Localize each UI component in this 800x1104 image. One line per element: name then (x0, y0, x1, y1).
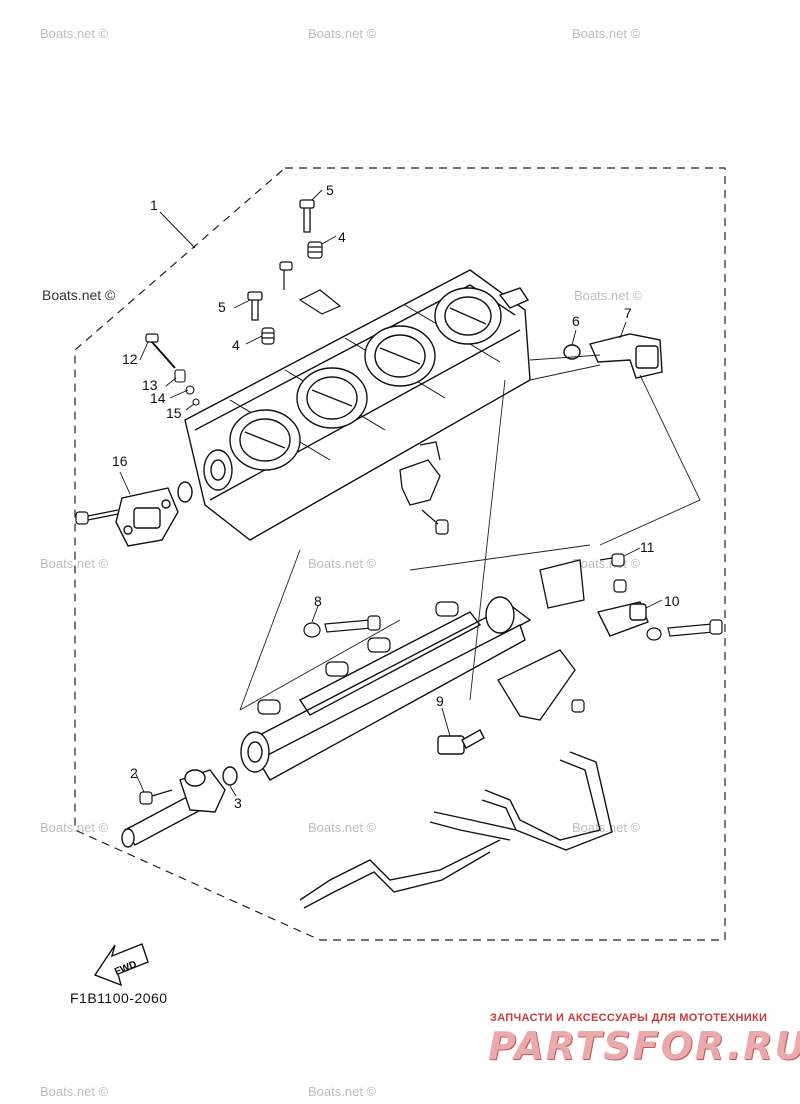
throttle-lever (399, 441, 441, 506)
tps-o-ring (177, 481, 193, 503)
bolt-8 (303, 615, 381, 638)
watermark: Boats.net © (572, 820, 641, 835)
washer-14 (185, 385, 195, 395)
watermark: Boats.net © (40, 556, 109, 571)
fuel-rail (240, 596, 532, 781)
throttle-position-sensor-16 (115, 487, 179, 547)
brand-logo: PARTSFOR.RU (488, 1024, 800, 1068)
link-bracket (279, 261, 342, 315)
brand-subtitle: ЗАПЧАСТИ И АКСЕССУАРЫ ДЛЯ МОТОТЕХНИКИ (490, 1012, 768, 1024)
callout-12: 12 (122, 351, 138, 367)
spring-4-lower (261, 327, 275, 345)
callout-numbers: 1 2 3 4 4 5 5 6 7 8 9 10 11 12 13 14 15 … (112, 182, 680, 811)
injectors (257, 601, 459, 715)
fwd-arrow-icon: FWD (93, 943, 149, 987)
callout-3: 3 (234, 795, 242, 811)
o-ring-3 (222, 766, 238, 786)
watermark: Boats.net © (42, 287, 116, 303)
callout-14: 14 (150, 390, 166, 406)
callout-1: 1 (150, 197, 158, 213)
lever-bolt (421, 509, 449, 535)
watermark: Boats.net © (308, 820, 377, 835)
throttle-body-assembly (184, 269, 531, 541)
watermark: Boats.net © (572, 556, 641, 571)
callout-4: 4 (232, 337, 240, 353)
callout-16: 16 (112, 453, 128, 469)
sensor-9 (437, 729, 485, 755)
callout-5: 5 (218, 299, 226, 315)
callout-leaders (119, 189, 663, 797)
bolt-2 (139, 789, 173, 805)
watermark: Boats.net © (40, 820, 109, 835)
callout-11: 11 (640, 539, 655, 555)
sensor-10 (596, 601, 649, 637)
watermark: Boats.net © (40, 1084, 109, 1099)
watermark: Boats.net © (308, 1084, 377, 1099)
callout-13: 13 (142, 377, 158, 393)
screw-5-lower (247, 291, 263, 321)
o-ring-15 (192, 398, 200, 406)
watermark: Boats.net © (572, 26, 641, 41)
callout-9: 9 (436, 693, 444, 709)
watermark: Boats.net © (574, 288, 643, 303)
callout-6: 6 (572, 313, 580, 329)
sensor-7 (589, 333, 663, 379)
spring-4-upper (307, 241, 323, 259)
bolt-10 (646, 619, 723, 641)
watermark: Boats.net © (40, 26, 109, 41)
callout-7: 7 (624, 305, 632, 321)
spring-13 (174, 369, 186, 383)
tps-screw (75, 509, 119, 525)
callout-2: 2 (130, 765, 138, 781)
watermark: Boats.net © (308, 26, 377, 41)
callout-10: 10 (664, 593, 680, 609)
bracket-11 (497, 559, 585, 721)
assembly-boundary (74, 167, 726, 941)
callout-4: 4 (338, 229, 346, 245)
watermarks: Boats.net © Boats.net © Boats.net © Boat… (40, 26, 643, 1099)
idle-screw-12 (145, 333, 176, 369)
screw-5-upper (299, 199, 315, 233)
callout-15: 15 (166, 405, 182, 421)
fuel-hoses (299, 751, 613, 909)
bolt-11 (571, 553, 627, 713)
diagram-code: F1B1100-2060 (70, 990, 168, 1006)
callout-5: 5 (326, 182, 334, 198)
watermark: Boats.net © (308, 556, 377, 571)
callout-8: 8 (314, 593, 322, 609)
fuel-inlet-pipe (121, 769, 226, 848)
leader-lines (239, 354, 701, 711)
